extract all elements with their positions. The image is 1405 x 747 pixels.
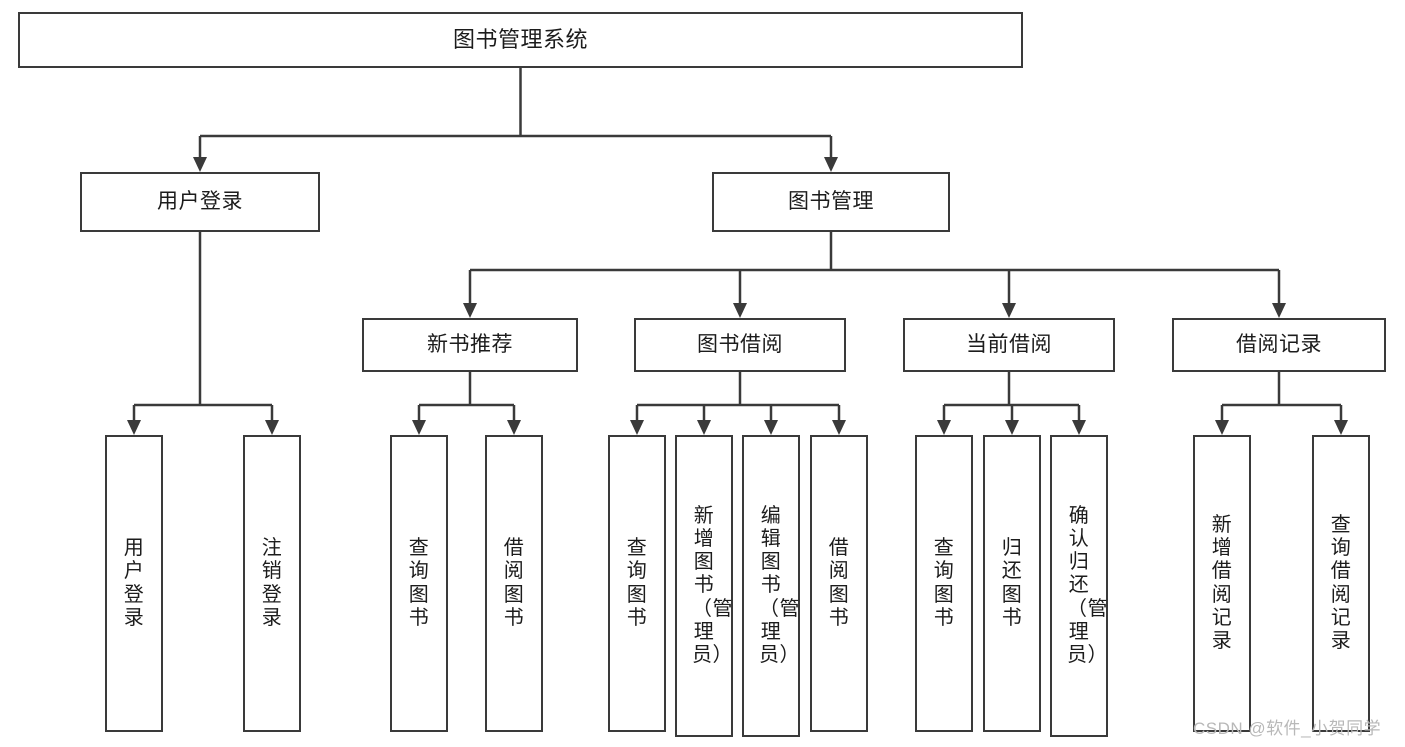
node-label: 图书管理 [788, 190, 874, 214]
node-leaf-add-book[interactable]: 新增图书（管理员） [675, 435, 733, 737]
node-root[interactable]: 图书管理系统 [18, 12, 1023, 68]
node-leaf-add-record[interactable]: 新增借阅记录 [1193, 435, 1251, 732]
node-leaf-query-book-3[interactable]: 查询图书 [915, 435, 973, 732]
c-book-borrow-arrow-leaf-borrow-book-2-head [832, 420, 846, 435]
c-current-borrow-arrow-leaf-confirm-ret-head [1072, 420, 1086, 435]
c-book-borrow-arrow-leaf-edit-book-head [764, 420, 778, 435]
node-label: 图书管理系统 [452, 26, 588, 52]
node-borrow-record[interactable]: 借阅记录 [1172, 318, 1386, 372]
node-label: 借阅图书 [828, 537, 850, 629]
node-current-borrow[interactable]: 当前借阅 [903, 318, 1115, 372]
node-label: 注销登录 [261, 537, 283, 629]
c-new-book-rec-arrow-leaf-query-book-1-head [412, 420, 426, 435]
node-book-borrow[interactable]: 图书借阅 [634, 318, 846, 372]
node-leaf-query-book-2[interactable]: 查询图书 [608, 435, 666, 732]
node-label: 图书借阅 [697, 333, 783, 357]
c-user-login-arrow-leaf-user-login-head [127, 420, 141, 435]
node-leaf-edit-book[interactable]: 编辑图书（管理员） [742, 435, 800, 737]
c-book-manage-arrow-new-book-rec-head [463, 303, 477, 318]
node-label: 查询借阅记录 [1330, 513, 1352, 652]
node-label: 查询图书 [408, 537, 430, 629]
c-book-manage-arrow-borrow-record-head [1272, 303, 1286, 318]
c-borrow-record-arrow-leaf-add-record-head [1215, 420, 1229, 435]
c-book-manage-arrow-book-borrow-head [733, 303, 747, 318]
node-label: 查询图书 [626, 537, 648, 629]
node-leaf-query-record[interactable]: 查询借阅记录 [1312, 435, 1370, 732]
c-book-borrow-arrow-leaf-add-book-head [697, 420, 711, 435]
node-user-login[interactable]: 用户登录 [80, 172, 320, 232]
node-leaf-confirm-ret[interactable]: 确认归还（管理员） [1050, 435, 1108, 737]
node-label: 新增借阅记录 [1211, 513, 1233, 652]
c-root-arrow-book-manage-head [824, 157, 838, 172]
node-label: 用户登录 [123, 537, 145, 629]
node-new-book-rec[interactable]: 新书推荐 [362, 318, 578, 372]
c-root-arrow-user-login-head [193, 157, 207, 172]
node-label: 用户登录 [157, 190, 243, 214]
node-leaf-user-login[interactable]: 用户登录 [105, 435, 163, 732]
node-label: 确认归还（管理员） [1067, 504, 1108, 666]
node-book-manage[interactable]: 图书管理 [712, 172, 950, 232]
node-label: 新书推荐 [427, 333, 513, 357]
node-label: 编辑图书（管理员） [759, 504, 800, 666]
c-book-manage-arrow-current-borrow-head [1002, 303, 1016, 318]
c-new-book-rec-arrow-leaf-borrow-book-1-head [507, 420, 521, 435]
watermark-label: CSDN @软件_小贺同学 [1193, 719, 1382, 738]
node-label: 当前借阅 [966, 333, 1052, 357]
c-book-borrow-arrow-leaf-query-book-2-head [630, 420, 644, 435]
c-current-borrow-arrow-leaf-query-book-3-head [937, 420, 951, 435]
c-current-borrow-arrow-leaf-return-book-head [1005, 420, 1019, 435]
node-leaf-borrow-book-2[interactable]: 借阅图书 [810, 435, 868, 732]
c-borrow-record-arrow-leaf-query-record-head [1334, 420, 1348, 435]
node-leaf-logout[interactable]: 注销登录 [243, 435, 301, 732]
node-label: 归还图书 [1001, 537, 1023, 629]
node-leaf-return-book[interactable]: 归还图书 [983, 435, 1041, 732]
node-label: 借阅图书 [503, 537, 525, 629]
node-label: 新增图书（管理员） [692, 504, 733, 666]
c-user-login-arrow-leaf-logout-head [265, 420, 279, 435]
node-label: 借阅记录 [1236, 333, 1322, 357]
node-leaf-borrow-book-1[interactable]: 借阅图书 [485, 435, 543, 732]
node-leaf-query-book-1[interactable]: 查询图书 [390, 435, 448, 732]
node-label: 查询图书 [933, 537, 955, 629]
